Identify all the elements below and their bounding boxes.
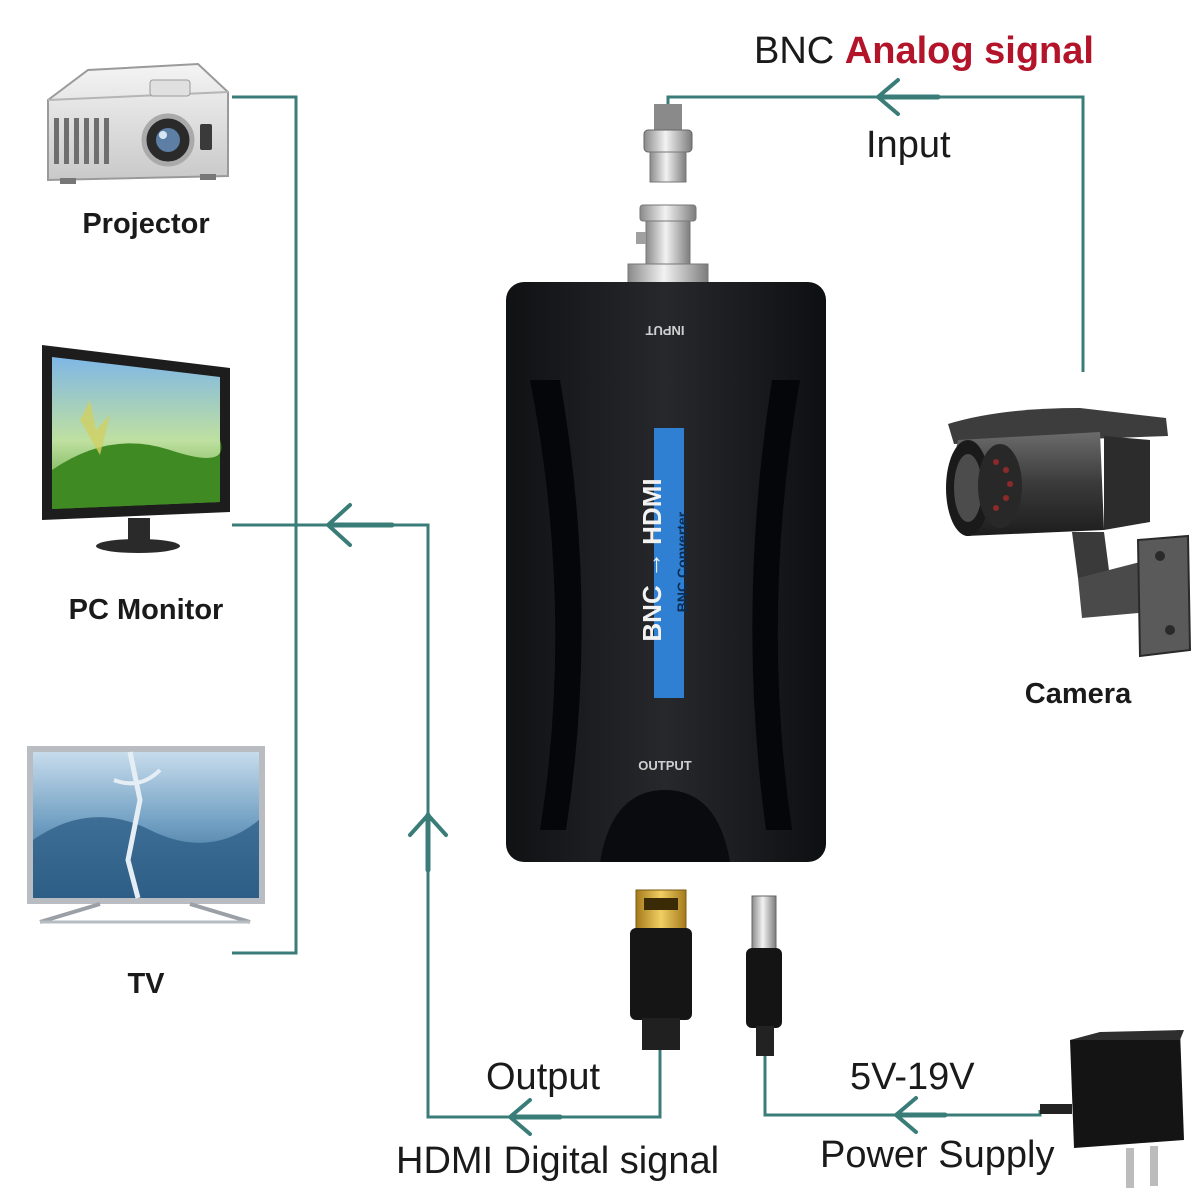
voltage-label: 5V-19V xyxy=(850,1056,975,1098)
bnc-port-icon xyxy=(627,204,709,285)
brand-title: BNC → HDMI xyxy=(637,478,667,641)
camera-label: Camera xyxy=(1024,678,1132,710)
tv-icon xyxy=(27,746,265,924)
arrow-left-icon xyxy=(874,78,941,116)
brand-subtitle: BNC Converter xyxy=(674,511,690,612)
arrow-left-icon xyxy=(892,1096,948,1134)
pc-monitor-icon xyxy=(42,345,230,553)
hdmi-plug-icon xyxy=(630,889,692,1050)
output-label: Output xyxy=(486,1056,601,1098)
arrow-left-icon xyxy=(506,1098,563,1136)
arrow-left-icon xyxy=(325,503,395,547)
arrow-up-icon xyxy=(408,812,448,873)
title-accent: Analog signal xyxy=(844,30,1094,72)
converter-device xyxy=(506,282,826,862)
camera-icon xyxy=(946,408,1192,658)
flow-arrows xyxy=(325,78,948,1136)
tv-label: TV xyxy=(127,968,165,1000)
hdmi-signal-label: HDMI Digital signal xyxy=(396,1140,720,1182)
diagram-title: BNC Analog signal xyxy=(754,30,1094,73)
power-adapter-icon xyxy=(1040,1030,1184,1188)
title-prefix: BNC xyxy=(754,30,835,72)
pc-monitor-label: PC Monitor xyxy=(68,594,224,626)
power-supply-label: Power Supply xyxy=(820,1134,1055,1176)
output-port-label: OUTPUT xyxy=(638,758,692,773)
projector-icon xyxy=(47,62,229,184)
dc-power-plug-icon xyxy=(746,895,782,1056)
input-port-label: INPUT xyxy=(645,323,684,338)
projector-label: Projector xyxy=(82,208,210,240)
input-label: Input xyxy=(866,124,951,166)
bnc-cable-connector-icon xyxy=(643,104,693,183)
